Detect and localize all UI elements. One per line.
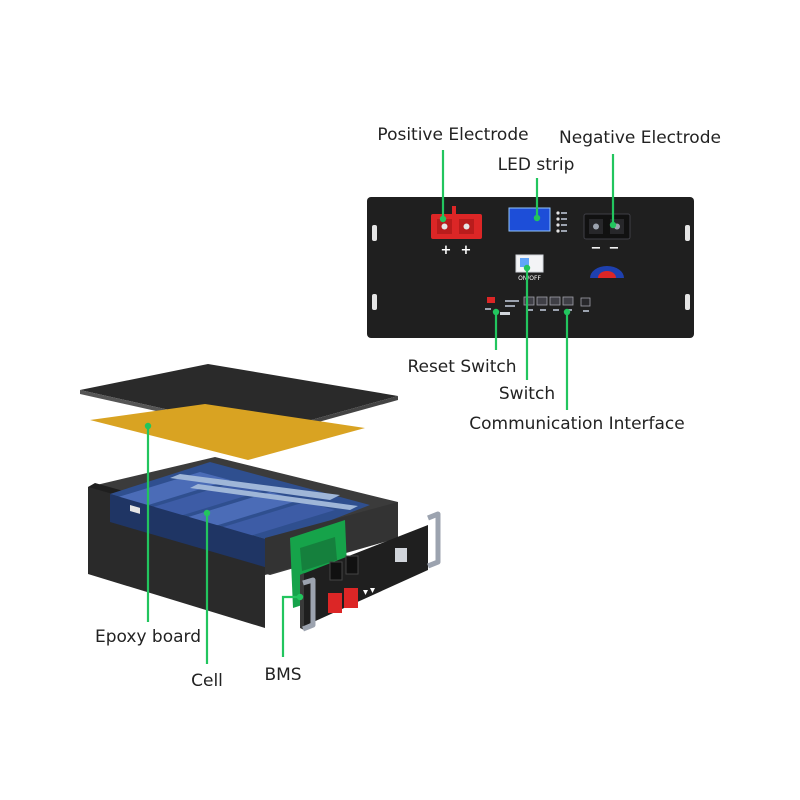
plus-sign-right: + bbox=[461, 243, 472, 258]
communication-strip bbox=[485, 296, 591, 315]
cell-stack bbox=[110, 462, 370, 570]
rj45-port-2 bbox=[536, 296, 548, 306]
led-screen bbox=[508, 207, 551, 232]
epoxy-board bbox=[90, 404, 365, 460]
label-reset-switch: Reset Switch bbox=[407, 357, 516, 377]
mount-slot-right-top bbox=[685, 225, 690, 241]
label-switch: Switch bbox=[499, 384, 555, 404]
label-epoxy-board: Epoxy board bbox=[95, 627, 201, 647]
label-negative-electrode: Negative Electrode bbox=[559, 128, 721, 148]
minus-sign-right: − bbox=[609, 241, 620, 256]
exploded-battery bbox=[80, 364, 441, 632]
switch-text: ON/OFF bbox=[518, 275, 541, 282]
power-switch-rocker bbox=[520, 258, 529, 267]
minus-sign-left: − bbox=[591, 241, 602, 256]
rj45-port-3 bbox=[549, 296, 561, 306]
negative-terminal bbox=[583, 213, 631, 240]
label-communication-interface: Communication Interface bbox=[469, 414, 685, 434]
label-cell: Cell bbox=[191, 671, 223, 691]
front-panel: + + − − ON/OFF bbox=[367, 197, 694, 338]
front-positive-terminal bbox=[328, 593, 342, 613]
handle-left bbox=[302, 577, 316, 632]
rj45-port-1 bbox=[523, 296, 535, 306]
leader-lines bbox=[144, 150, 617, 664]
top-lid bbox=[80, 364, 398, 432]
dry-contact-port bbox=[580, 297, 591, 307]
plus-sign-left: + bbox=[441, 243, 452, 258]
mount-slot-left-bottom bbox=[372, 294, 377, 310]
rj45-port-4 bbox=[562, 296, 574, 306]
mount-slot-left-top bbox=[372, 225, 377, 241]
reset-button bbox=[487, 297, 495, 303]
label-bms: BMS bbox=[264, 665, 301, 685]
mount-slot-right-bottom bbox=[685, 294, 690, 310]
label-positive-electrode: Positive Electrode bbox=[377, 125, 528, 145]
front-switch bbox=[395, 548, 407, 562]
label-led-strip: LED strip bbox=[498, 155, 575, 175]
leader-bms bbox=[281, 595, 300, 657]
breaker-icon bbox=[590, 266, 624, 278]
led-indicators bbox=[556, 211, 567, 233]
handle-right bbox=[427, 511, 441, 569]
